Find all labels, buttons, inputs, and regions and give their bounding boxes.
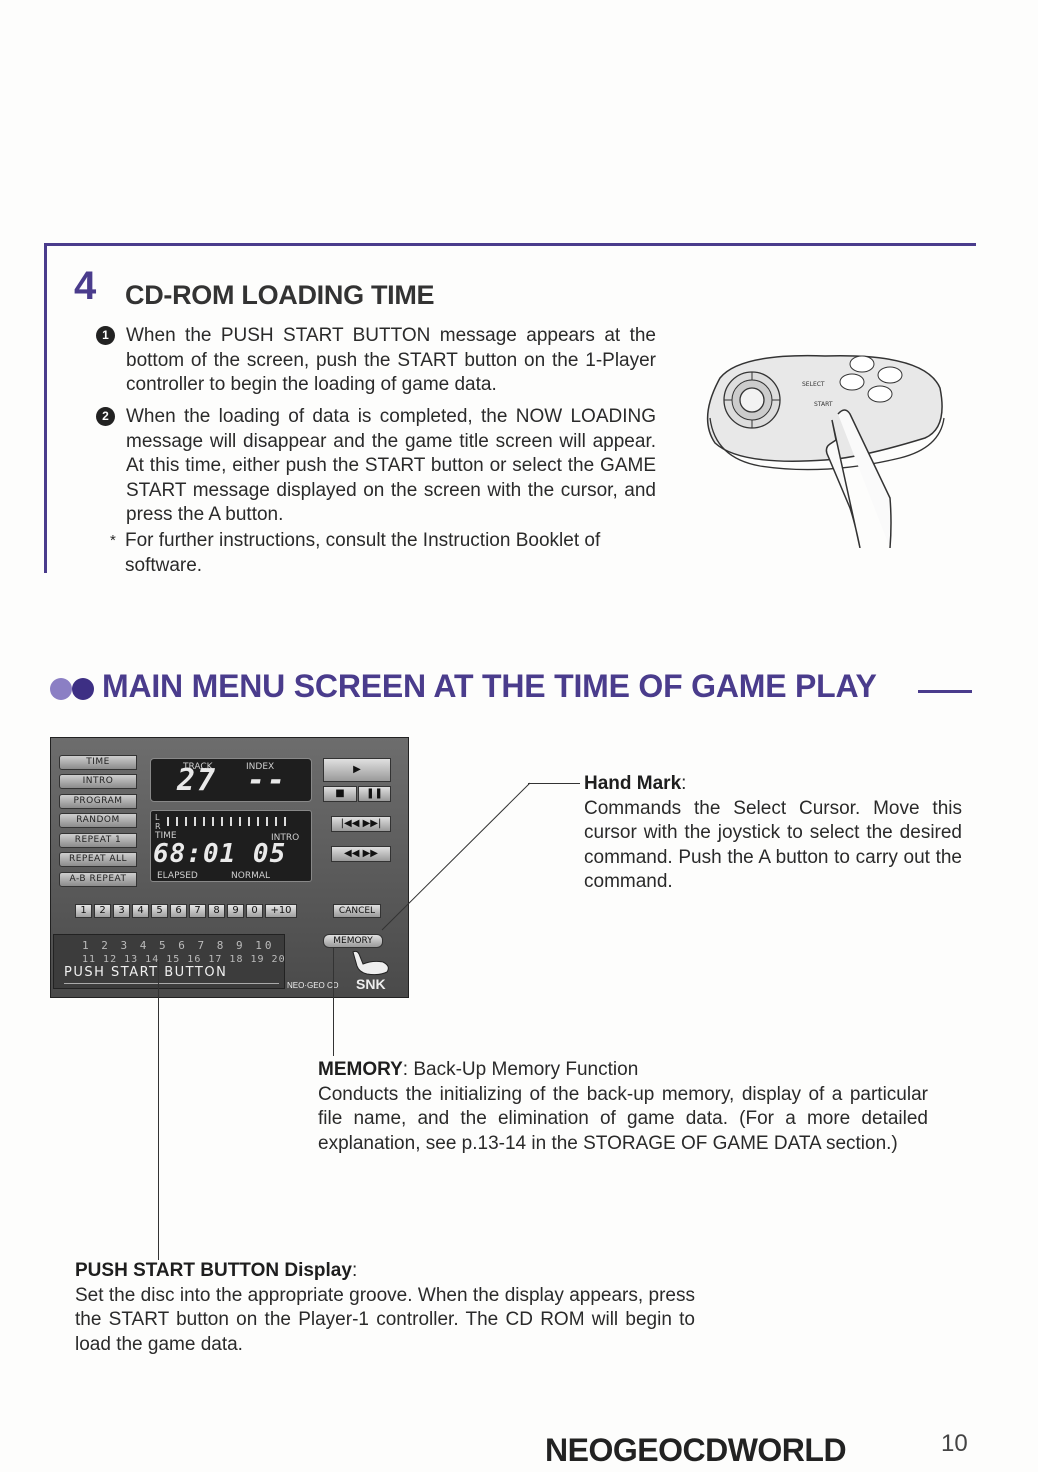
- footnote: * For further instructions, consult the …: [110, 529, 656, 578]
- footnote-star: *: [110, 532, 116, 549]
- number-button[interactable]: 7: [189, 904, 206, 918]
- time-label: TIME: [155, 831, 177, 841]
- ab-repeat-button[interactable]: A-B REPEAT: [59, 872, 137, 887]
- lr-label: L R: [155, 813, 161, 831]
- time-button[interactable]: TIME: [59, 755, 137, 770]
- bullet-dark-icon: [72, 678, 94, 700]
- display-underline: [64, 983, 279, 984]
- random-button[interactable]: RANDOM: [59, 813, 137, 828]
- hand-leader-diag: [381, 782, 531, 931]
- number-button[interactable]: 3: [113, 904, 130, 918]
- bullet-light-icon: [50, 678, 72, 700]
- skip-button[interactable]: |◀◀ ▶▶|: [331, 816, 391, 832]
- level-meter: [167, 817, 287, 826]
- footnote-text: For further instructions, consult the In…: [125, 530, 601, 576]
- program-button[interactable]: PROGRAM: [59, 794, 137, 809]
- number-buttons: 1 2 3 4 5 6 7 8 9 0 +10: [75, 904, 297, 918]
- number-button[interactable]: 0: [246, 904, 263, 918]
- step-text: When the PUSH START BUTTON message appea…: [126, 325, 656, 395]
- hand-mark-title: Hand Mark: [584, 773, 682, 794]
- track-display: TRACK INDEX 27 --: [150, 758, 312, 802]
- cd-player-panel: TIME INTRO PROGRAM RANDOM REPEAT 1 REPEA…: [50, 737, 409, 998]
- seek-button[interactable]: ◀◀ ▶▶: [331, 846, 391, 862]
- hand-mark-callout: Hand Mark: Commands the Select Cursor. M…: [584, 772, 962, 895]
- hand-mark-colon: :: [681, 773, 687, 794]
- memory-title: MEMORY: [318, 1059, 403, 1080]
- time-value: 68:01 05: [153, 839, 287, 869]
- number-button[interactable]: 5: [151, 904, 168, 918]
- repeat-1-button[interactable]: REPEAT 1: [59, 833, 137, 848]
- memory-button[interactable]: MEMORY: [323, 934, 383, 948]
- start-label: START: [814, 401, 833, 408]
- main-menu-heading: MAIN MENU SCREEN AT THE TIME OF GAME PLA…: [50, 668, 980, 708]
- play-button[interactable]: ▶: [323, 758, 391, 782]
- track-numbers-row2: 11 12 13 14 15 16 17 18 19 20: [82, 954, 286, 965]
- hand-leader-h: [528, 783, 580, 784]
- controller-illustration-icon: SELECT START: [706, 354, 945, 548]
- cancel-button[interactable]: CANCEL: [333, 904, 381, 918]
- snk-brand: SNK: [356, 976, 386, 992]
- footer-brand: NEOGEOCDWORLD: [545, 1432, 847, 1468]
- elapsed-label: ELAPSED: [157, 871, 198, 881]
- push-start-colon: :: [351, 1260, 358, 1281]
- push-start-callout: PUSH START BUTTON Display: Set the disc …: [75, 1259, 695, 1357]
- plus-ten-button[interactable]: +10: [265, 904, 297, 918]
- section-number: 4: [74, 264, 97, 308]
- time-display: L R TIME INTRO 68:01 05 ELAPSED NORMAL: [150, 810, 312, 882]
- stop-button[interactable]: ■: [323, 786, 357, 802]
- track-label: TRACK: [183, 762, 213, 772]
- section-title: CD-ROM LOADING TIME: [125, 280, 435, 310]
- index-value: --: [247, 763, 288, 798]
- step-2: 2 When the loading of data is completed,…: [96, 405, 656, 528]
- number-button[interactable]: 1: [75, 904, 92, 918]
- track-value: 27: [177, 763, 218, 798]
- number-button[interactable]: 2: [94, 904, 111, 918]
- number-button[interactable]: 6: [170, 904, 187, 918]
- number-button[interactable]: 9: [227, 904, 244, 918]
- track-numbers-row1: 1 2 3 4 5 6 7 8 9 10: [82, 939, 275, 952]
- intro-label: INTRO: [271, 833, 300, 843]
- push-start-text: PUSH START BUTTON: [64, 965, 228, 980]
- hand-mark-text: Commands the Select Cursor. Move this cu…: [584, 797, 962, 893]
- heading-rule: [918, 690, 972, 693]
- memory-leader: [333, 948, 334, 1056]
- step-marker-icon: 1: [96, 326, 115, 345]
- repeat-all-button[interactable]: REPEAT ALL: [59, 852, 137, 867]
- push-start-leader: [158, 960, 159, 1260]
- push-start-callout-text: Set the disc into the appropriate groove…: [75, 1284, 695, 1355]
- push-start-display: 1 2 3 4 5 6 7 8 9 10 11 12 13 14 15 16 1…: [53, 934, 285, 989]
- pause-button[interactable]: ❚❚: [358, 786, 391, 802]
- main-menu-heading-text: MAIN MENU SCREEN AT THE TIME OF GAME PLA…: [102, 668, 877, 704]
- select-label: SELECT: [802, 381, 825, 388]
- number-button[interactable]: 4: [132, 904, 149, 918]
- push-start-title: PUSH START BUTTON Display: [75, 1260, 352, 1281]
- step-marker-icon: 2: [96, 407, 115, 426]
- index-label: INDEX: [246, 762, 275, 772]
- neo-geo-cd-brand: NEO·GEO CD: [287, 981, 339, 990]
- number-button[interactable]: 8: [208, 904, 225, 918]
- hand-mark-icon[interactable]: [349, 950, 395, 976]
- step-text: When the loading of data is completed, t…: [126, 406, 656, 525]
- intro-button[interactable]: INTRO: [59, 774, 137, 789]
- memory-subtitle: : Back-Up Memory Function: [402, 1059, 639, 1080]
- normal-label: NORMAL: [231, 871, 271, 881]
- step-1: 1 When the PUSH START BUTTON message app…: [96, 324, 656, 398]
- section-left-rule: [44, 243, 47, 573]
- page-number: 10: [941, 1430, 968, 1457]
- memory-callout: MEMORY: Back-Up Memory Function Conducts…: [318, 1058, 928, 1156]
- section-top-rule: [46, 243, 976, 246]
- memory-text: Conducts the initializing of the back-up…: [318, 1083, 928, 1154]
